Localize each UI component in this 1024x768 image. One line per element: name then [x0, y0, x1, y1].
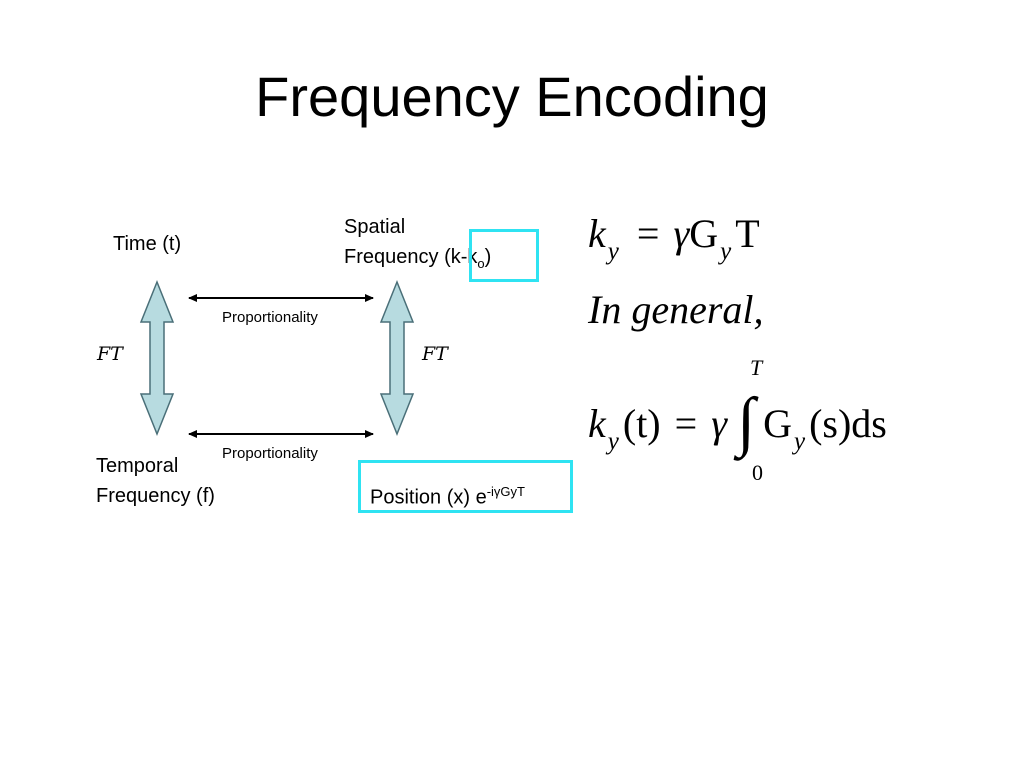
position-exponent: -iγGyT [486, 484, 525, 499]
time-label: Time (t) [113, 233, 182, 255]
eq1-gamma: γ [673, 211, 690, 256]
spatial-label-line1: Spatial [344, 216, 406, 238]
eq2-equals: = [674, 401, 698, 446]
ft-left-label: FT [97, 343, 123, 365]
proportionality-top-label: Proportionality [222, 309, 318, 326]
page-title: Frequency Encoding [255, 65, 769, 128]
left-double-arrow [139, 279, 175, 437]
in-general-text: In general, [588, 287, 764, 332]
temporal-label-line1: Temporal [96, 455, 179, 477]
eq2-k: k [588, 401, 606, 446]
spatial-frequency-word: Frequency [344, 246, 439, 268]
integral-sign: ∫ [736, 385, 756, 458]
eq2-rest: (s)ds [809, 401, 887, 446]
right-double-arrow [379, 279, 415, 437]
integral-upper-bound: T [750, 355, 763, 380]
eq1-T: T [735, 211, 760, 256]
eq2-t: (t) [622, 401, 661, 446]
eq2-gamma: γ [711, 401, 727, 446]
temporal-label-line2: Frequency (f) [96, 485, 215, 507]
integral-lower-bound: 0 [752, 460, 763, 485]
position-label: Position (x) e-iγGyT [370, 479, 525, 511]
ft-right-label: FT [422, 343, 448, 365]
position-highlight-box [358, 460, 573, 513]
proportionality-bottom-label: Proportionality [222, 445, 318, 462]
spatial-label-line2: Frequency (k-ko) [344, 244, 491, 277]
eq1-k: k [588, 211, 606, 256]
eq1-G: G [689, 211, 719, 256]
position-text: Position (x) e [370, 486, 487, 509]
eq2-sub-y2: y [793, 428, 806, 455]
eq1-equals: = [636, 211, 660, 256]
spatial-highlight-box [469, 229, 539, 282]
eq2-G: G [763, 401, 792, 446]
eq2-sub-y: y [607, 428, 619, 455]
eq1-sub-y: y [607, 238, 619, 265]
k-subscript: o [477, 256, 485, 271]
equation-ky-integral: ky(t)=γ∫Gy(s)ds [588, 389, 887, 456]
k-close-paren: ) [484, 246, 492, 268]
eq1-sub-y2: y [720, 238, 732, 265]
